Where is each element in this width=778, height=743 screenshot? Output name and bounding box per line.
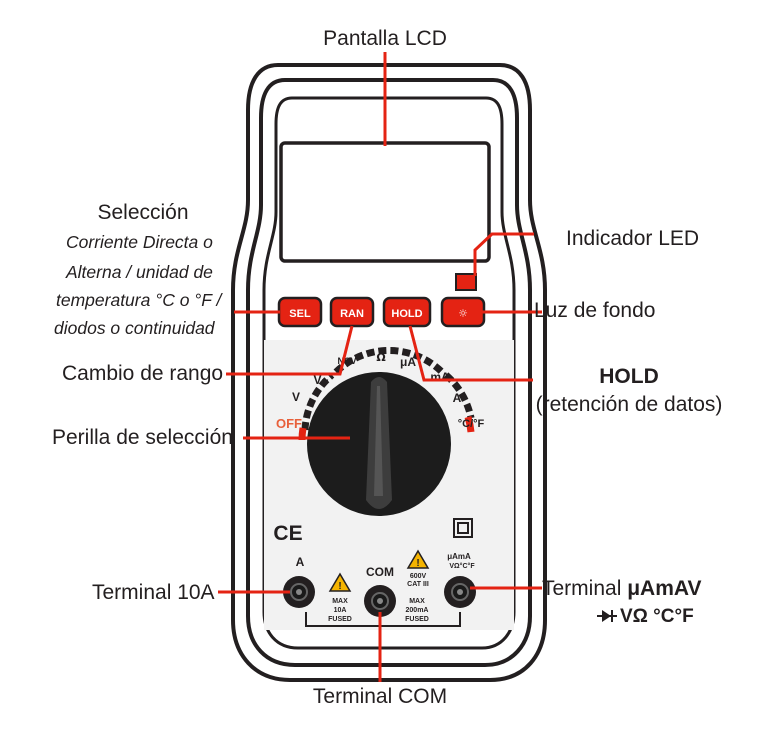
dial-label-cf: °C/°F (458, 418, 485, 430)
max-mid-line2: 200mA (406, 607, 429, 614)
jack-com[interactable] (364, 585, 396, 617)
label-terminal-uamav-line2: VΩ °C°F (620, 606, 694, 627)
led-indicator (455, 273, 477, 291)
jack-a-label: A (296, 555, 305, 569)
dial-label-ua: μA (400, 355, 416, 369)
ran-button[interactable]: RAN (329, 296, 375, 328)
ran-button-label: RAN (340, 308, 364, 320)
knob-grip-highlight (374, 386, 383, 496)
svg-text:!: ! (338, 581, 341, 592)
warning-icon-mid: ! (406, 549, 430, 569)
dial-label-ma: mA (430, 370, 450, 384)
dial-label-v-ac: V~ (313, 373, 328, 387)
max-mid-line1: MAX (409, 598, 425, 605)
label-hold-title: HOLD (599, 365, 659, 388)
label-range: Cambio de rango (62, 362, 224, 385)
dial-label-diode: Ω (376, 351, 386, 364)
label-terminal-uamav-bold: μAmAV (627, 577, 702, 600)
warn-left-line2: 10A (334, 607, 347, 614)
hold-button-label: HOLD (391, 308, 422, 320)
label-terminal-uamav: Terminal μAmAV (542, 576, 702, 601)
sel-button-label: SEL (289, 308, 311, 320)
jack-uamav[interactable] (444, 576, 476, 608)
label-hold-desc: (retención de datos) (535, 393, 723, 416)
jack-bracket (305, 612, 461, 627)
jack-right-sublabel: VΩ°C°F (449, 562, 475, 570)
svg-text:!: ! (416, 558, 419, 569)
label-terminal-10a: Terminal 10A (92, 581, 215, 604)
warn-left-line3: FUSED (328, 616, 352, 623)
diode-icon (597, 610, 617, 622)
label-select-desc-4: diodos o continuidad (54, 318, 215, 338)
label-select-desc-1: Corriente Directa o (66, 232, 213, 252)
sel-button[interactable]: SEL (277, 296, 323, 328)
label-led: Indicador LED (566, 227, 700, 250)
selector-knob[interactable] (307, 372, 451, 516)
label-knob: Perilla de selección (52, 426, 233, 449)
dial-label-ncv: NCV (337, 356, 356, 366)
label-backlight: Luz de fondo (534, 299, 656, 322)
backlight-icon: ☼ (458, 307, 468, 320)
jack-10a[interactable] (283, 576, 315, 608)
dial-ring (298, 347, 475, 441)
warn-left-line1: MAX (332, 598, 348, 605)
double-insulation-icon (453, 518, 473, 538)
lcd-screen (279, 141, 491, 263)
dial-label-v-dc: V (292, 390, 300, 404)
label-terminal-uamav-prefix: Terminal (542, 577, 628, 600)
callout-lines (218, 52, 542, 682)
warning-icon-left: ! (328, 572, 352, 592)
hold-button[interactable]: HOLD (382, 296, 432, 328)
label-terminal-com: Terminal COM (312, 685, 448, 708)
jack-right-label: μAmA (447, 552, 471, 561)
label-lcd: Pantalla LCD (323, 27, 447, 50)
ce-mark: CE (273, 522, 302, 545)
warn-mid-line1: 600V (410, 573, 427, 580)
dial-label-off: OFF (276, 416, 302, 431)
label-select-desc-3: temperatura °C o °F / (56, 290, 222, 310)
warn-mid-line2: CAT III (407, 581, 429, 588)
dial-label-a: A (453, 391, 462, 405)
label-select-title: Selección (97, 201, 189, 224)
jack-com-label: COM (366, 565, 394, 579)
max-mid-line3: FUSED (405, 616, 429, 623)
label-select-desc-2: Alterna / unidad de (66, 262, 213, 282)
